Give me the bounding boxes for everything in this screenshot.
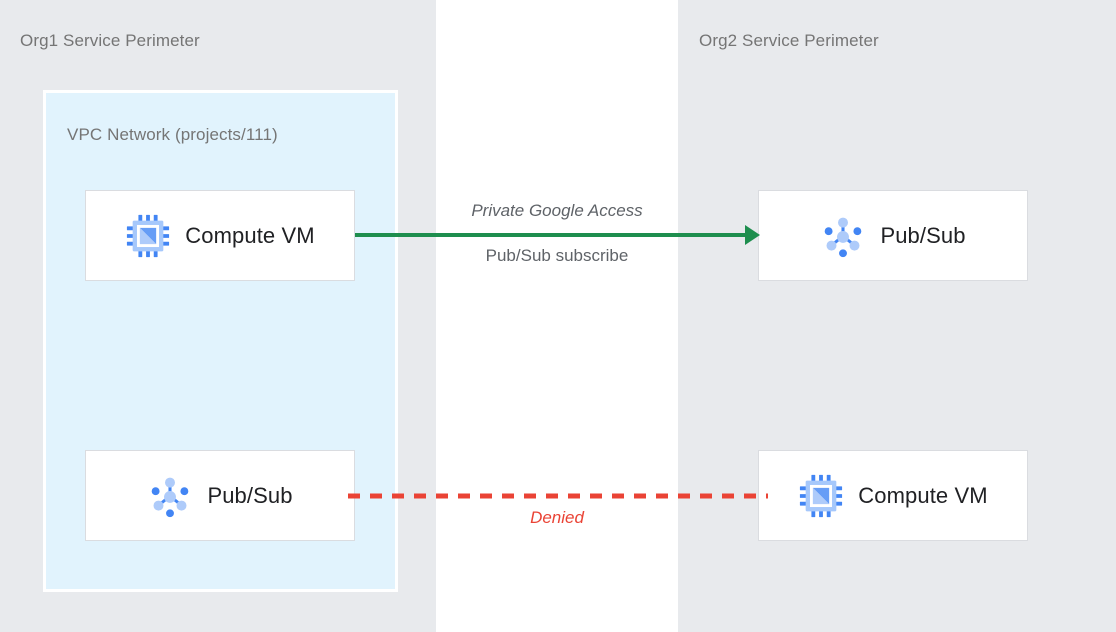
edge-label-pubsub-subscribe: Pub/Sub subscribe xyxy=(485,246,629,265)
node-pubsub-org1[interactable]: Pub/Sub xyxy=(85,450,355,541)
perimeter-title-org2: Org2 Service Perimeter xyxy=(699,31,879,50)
compute-vm-icon xyxy=(127,214,170,257)
connector-denied xyxy=(348,493,768,499)
node-pubsub-org2-dmz[interactable]: Pub/Sub xyxy=(758,190,1028,281)
node-label-pubsub-org1: Pub/Sub xyxy=(207,482,293,508)
connector-allowed-arrowhead xyxy=(745,225,760,245)
connector-allowed-private-google-access xyxy=(355,225,760,245)
pubsub-icon xyxy=(152,477,189,517)
node-label-pubsub-org2-dmz: Pub/Sub xyxy=(880,222,966,248)
compute-vm-icon xyxy=(800,474,843,517)
perimeter-title-org1: Org1 Service Perimeter xyxy=(20,31,200,50)
edge-label-denied: Denied xyxy=(530,508,584,527)
node-label-compute-vm-org2-private: Compute VM xyxy=(858,482,988,508)
node-label-compute-vm-org1: Compute VM xyxy=(185,222,315,248)
node-compute-vm-org2-private[interactable]: Compute VM xyxy=(758,450,1028,541)
group-title-vpc-network: VPC Network (projects/111) xyxy=(67,125,278,144)
edge-label-private-google-access: Private Google Access xyxy=(471,201,643,220)
pubsub-icon xyxy=(825,217,862,257)
node-compute-vm-org1[interactable]: Compute VM xyxy=(85,190,355,281)
